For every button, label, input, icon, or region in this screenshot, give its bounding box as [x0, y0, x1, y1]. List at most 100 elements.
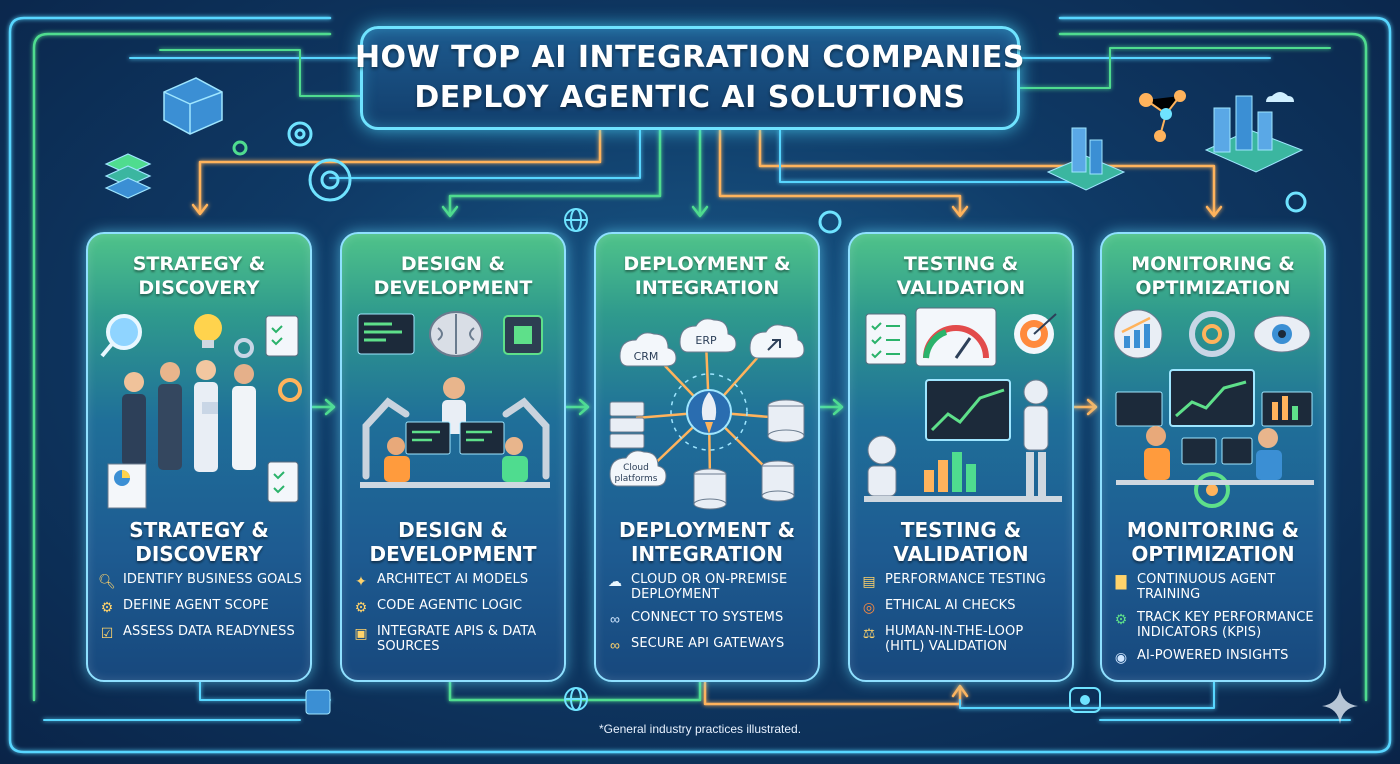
- item-text: Code agentic logic: [377, 598, 523, 613]
- globe-icon: [564, 208, 588, 232]
- stage-title-line: INTEGRATION: [630, 542, 784, 566]
- list-item: ▣Integrate APIs & data sources: [352, 624, 558, 654]
- chip-icon: [305, 687, 1101, 715]
- stage-title: DEPLOYMENT & INTEGRATION: [600, 516, 814, 568]
- robot-icon: [867, 435, 897, 497]
- stage-top-title-line: STRATEGY &: [132, 253, 266, 275]
- lightbulb-icon: [194, 314, 222, 348]
- gear-icon: [278, 378, 302, 402]
- code-icon: ⚙: [354, 599, 368, 615]
- target-icon: [1014, 313, 1057, 354]
- list-item: ◎Ethical AI checks: [860, 598, 1066, 616]
- stage-title-line: DESIGN &: [398, 518, 508, 542]
- stage-title-line: DEPLOYMENT &: [618, 518, 796, 542]
- stage-top-title-line: INTEGRATION: [634, 277, 780, 299]
- city-icon: [1046, 92, 1304, 191]
- gear-icon: [234, 338, 254, 358]
- rocket-icon: [686, 389, 732, 435]
- erp-cloud-icon: ERP: [679, 318, 737, 353]
- cloud-platforms-label: platforms: [615, 474, 658, 484]
- stage-top-title: TESTING & VALIDATION: [856, 248, 1066, 304]
- erp-label: ERP: [695, 334, 717, 347]
- stage-items: 🔍︎ Identify business goals ⚙ Define agent …: [98, 572, 304, 650]
- title-line-2: DEPLOY AGENTIC AI SOLUTIONS: [414, 80, 966, 115]
- list-item: ⚙ Code agentic logic: [352, 598, 558, 616]
- checklist-icon: [865, 313, 907, 365]
- item-text: Define agent scope: [123, 598, 269, 613]
- monitoring-illustration: [1113, 309, 1314, 508]
- stage-title-line: TESTING &: [900, 518, 1022, 542]
- list-item: ▇Continuous agent training: [1112, 572, 1318, 602]
- stage-card-strategy-discovery: STRATEGY & DISCOVERY STRATEGY & DISCOVER…: [86, 232, 312, 682]
- stage-top-title-line: DISCOVERY: [138, 277, 260, 299]
- magnifier-icon: 🔍︎: [98, 573, 116, 589]
- list-item: 🔍︎ Identify business goals: [98, 572, 304, 590]
- stage-items: ✦Architect AI models ⚙ Code agentic logic…: [352, 572, 558, 662]
- network-nodes-icon: [1139, 90, 1186, 142]
- people-icon: [122, 360, 256, 472]
- monitor-icon: [1115, 369, 1313, 427]
- stage-card-monitoring-optimization: MONITORING & OPTIMIZATION MONITORING & O…: [1100, 232, 1326, 682]
- crm-cloud-icon: CRM: [619, 332, 677, 367]
- bar-chart-icon: [924, 452, 976, 492]
- stage-top-title-line: DESIGN &: [400, 253, 506, 275]
- eye-icon: ◉: [1114, 649, 1128, 665]
- magnifier-icon: [100, 314, 142, 358]
- stage-title-line: MONITORING &: [1126, 518, 1300, 542]
- item-text: Secure API gateways: [631, 636, 785, 651]
- link-cloud-icon: [749, 324, 805, 359]
- item-text: Continuous agent training: [1137, 572, 1276, 602]
- stage-title: TESTING & VALIDATION: [854, 516, 1068, 568]
- gear-icon: [1189, 311, 1235, 357]
- clipboard-check-icon: ☑: [100, 625, 114, 641]
- operators-icon: [1144, 426, 1282, 480]
- item-text: AI-powered insights: [1137, 648, 1289, 663]
- stage-top-title-line: TESTING &: [903, 253, 1019, 275]
- globe-icon: [564, 687, 588, 711]
- stage-top-title: STRATEGY & DISCOVERY: [94, 248, 304, 304]
- item-text: Identify business goals: [123, 572, 302, 587]
- item-text: Assess data readyness: [123, 624, 295, 639]
- item-text: Track key performance indicators (KPIs): [1137, 610, 1314, 640]
- database-icon: [767, 399, 805, 443]
- item-text: Integrate APIs & data sources: [377, 624, 537, 654]
- stage-title: STRATEGY & DISCOVERY: [92, 516, 306, 568]
- robot-icon: [1023, 379, 1049, 496]
- gear-icon: [232, 121, 1307, 234]
- stage-title-line: DEVELOPMENT: [369, 542, 537, 566]
- list-item: ☑ Assess data readyness: [98, 624, 304, 642]
- scales-icon: ⚖: [862, 625, 876, 641]
- gauge-icon: [915, 307, 997, 367]
- stage-items: ▇Continuous agent training ⚙ Track key pe…: [1112, 572, 1318, 674]
- stage-top-title-line: OPTIMIZATION: [1135, 277, 1291, 299]
- stage-top-title: DESIGN & DEVELOPMENT: [348, 248, 558, 304]
- growth-chart-icon: [1113, 309, 1163, 359]
- server-rack-icon: [609, 401, 645, 449]
- stage-top-title-line: DEVELOPMENT: [373, 277, 533, 299]
- cloud-platforms-label: Cloud: [623, 463, 649, 473]
- list-item: ∞Connect to systems: [606, 610, 812, 628]
- eye-icon: [1253, 315, 1311, 353]
- cycle-gear-icon: [1194, 472, 1230, 508]
- stage-title-line: VALIDATION: [893, 542, 1029, 566]
- gears-icon: ⚙: [100, 599, 114, 615]
- gear-icon: ⚙: [1114, 611, 1128, 627]
- clipboard-check-icon: [267, 461, 299, 503]
- brain-icon: [429, 311, 483, 357]
- stage-items: ☁Cloud or on-premise deployment ∞Connect…: [606, 572, 812, 662]
- list-item: ⚙ Track key performance indicators (KPIs): [1112, 610, 1318, 640]
- stage-top-title-line: DEPLOYMENT &: [623, 253, 791, 275]
- report-icon: [107, 463, 147, 509]
- list-item: ⚖Human-in-the-loop (HITL) validation: [860, 624, 1066, 654]
- list-item: ✦Architect AI models: [352, 572, 558, 590]
- workers-icon: [384, 437, 528, 482]
- item-text: Architect AI models: [377, 572, 529, 587]
- testing-illustration: [864, 307, 1062, 502]
- stage-top-title-line: MONITORING &: [1131, 253, 1295, 275]
- team-planning-illustration: [100, 314, 302, 509]
- development-illustration: [357, 311, 550, 488]
